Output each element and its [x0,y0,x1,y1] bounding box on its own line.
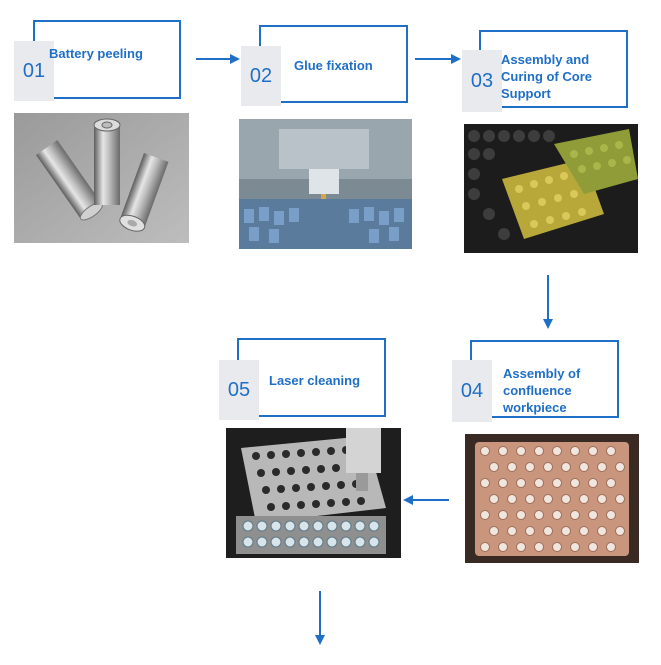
step-04-number: 04 [452,360,492,422]
arrow-01-to-02 [196,52,240,66]
arrow-04-to-05 [403,493,449,507]
busbar-plate-photo [465,434,639,563]
step-05-label: Laser cleaning [269,372,379,389]
core-support-tray-photo [464,124,638,253]
step-01-number: 01 [14,41,54,101]
step-01-label: Battery peeling [49,45,174,62]
step-02-label: Glue fixation [294,57,399,74]
step-03-number: 03 [462,50,502,112]
glue-dispensing-photo [239,119,412,249]
arrow-05-next [313,591,327,645]
step-02-number: 02 [241,46,281,106]
step-04-label: Assembly of confluence workpiece [503,365,615,416]
arrow-03-to-04 [541,275,555,329]
step-05-number: 05 [219,360,259,420]
step-03-label: Assembly and Curing of Core Support [501,51,623,102]
laser-cleaning-photo [226,428,401,558]
arrow-02-to-03 [415,52,461,66]
cylindrical-cells-photo [14,113,189,243]
